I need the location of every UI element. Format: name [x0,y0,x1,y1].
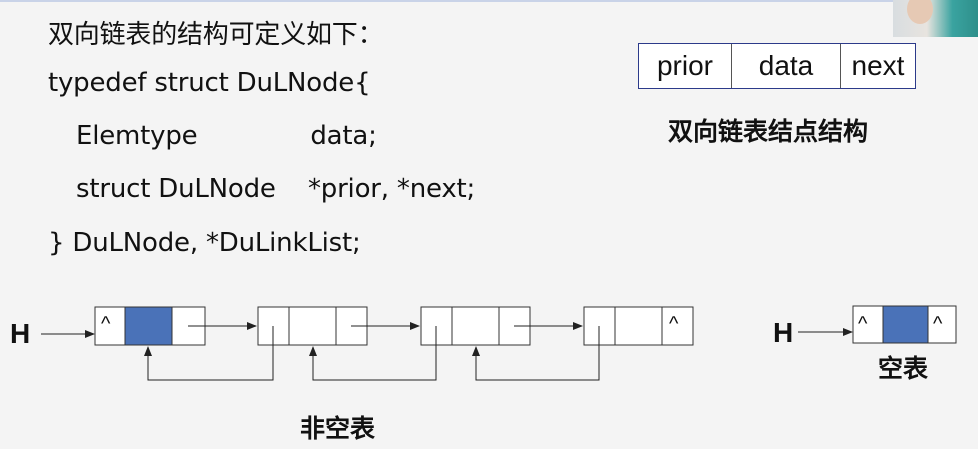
presenter-face [907,0,933,24]
field-data: data [732,44,841,88]
code-line-typedef: typedef struct DuLNode{ [48,68,371,98]
presenter-video-thumbnail [893,0,978,37]
null-marker-head-prior: ^ [101,313,111,335]
empty-head-label: H [773,317,793,348]
prior-arrow-4 [472,326,600,381]
list-node-2 [257,306,368,346]
empty-null-marker-prior: ^ [858,313,868,335]
null-marker-tail-next: ^ [669,313,679,335]
code-line-pointer-fields: struct DuLNode *prior, *next; [76,174,476,204]
field-prior: prior [639,44,732,88]
code-line-typedef-end: } DuLNode, *DuLinkList; [48,228,361,258]
nonempty-head-label: H [10,318,30,349]
empty-list-node [852,305,957,344]
prior-arrow-2 [144,326,274,381]
nonempty-caption: 非空表 [300,414,376,443]
intro-line: 双向链表的结构可定义如下： [48,20,384,50]
list-node-4 [583,306,694,346]
node-structure-diagram: prior data next [638,43,916,89]
top-border [0,0,978,2]
prior-arrow-3 [309,326,437,381]
node-structure-caption: 双向链表结点结构 [668,117,869,146]
empty-caption: 空表 [878,354,929,383]
list-node-3 [420,306,531,346]
field-next: next [851,50,905,81]
code-line-data-field: Elemtype data; [76,121,377,151]
empty-null-marker-next: ^ [933,313,943,335]
